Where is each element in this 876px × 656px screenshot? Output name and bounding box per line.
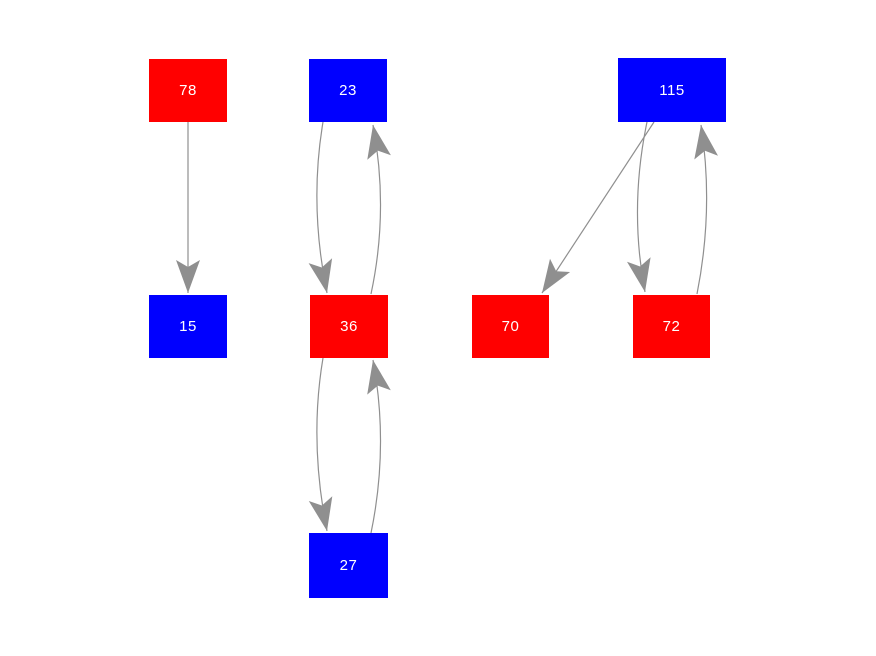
graph-node-70: 70 [472, 295, 549, 358]
edge-27-36-arrowhead [367, 360, 391, 395]
edge-72-115-arrowhead [694, 125, 718, 160]
node-label: 72 [662, 318, 681, 335]
graph-node-27: 27 [309, 533, 388, 598]
graph-node-15: 15 [149, 295, 227, 358]
graph-node-23: 23 [309, 59, 387, 122]
edge-36-23-arrowhead [367, 125, 391, 160]
graph-node-78: 78 [149, 59, 227, 122]
node-label: 27 [339, 557, 358, 574]
edge-36-27-arrowhead [308, 496, 333, 531]
edge-23-36-arrowhead [308, 258, 333, 293]
node-label: 115 [659, 81, 685, 99]
edge-115-72-arrowhead [627, 257, 651, 292]
graph-node-36: 36 [310, 295, 388, 358]
node-label: 15 [179, 318, 197, 335]
graph-node-72: 72 [633, 295, 710, 358]
edge-115-70-line [541, 121, 655, 294]
node-label: 23 [339, 82, 357, 99]
edge-78-15-arrowhead [176, 260, 200, 293]
edge-115-70-arrowhead [542, 258, 571, 293]
graph-node-115: 115 [618, 58, 726, 122]
node-label: 78 [179, 82, 197, 99]
node-label: 36 [340, 318, 358, 335]
node-label: 70 [501, 318, 520, 335]
